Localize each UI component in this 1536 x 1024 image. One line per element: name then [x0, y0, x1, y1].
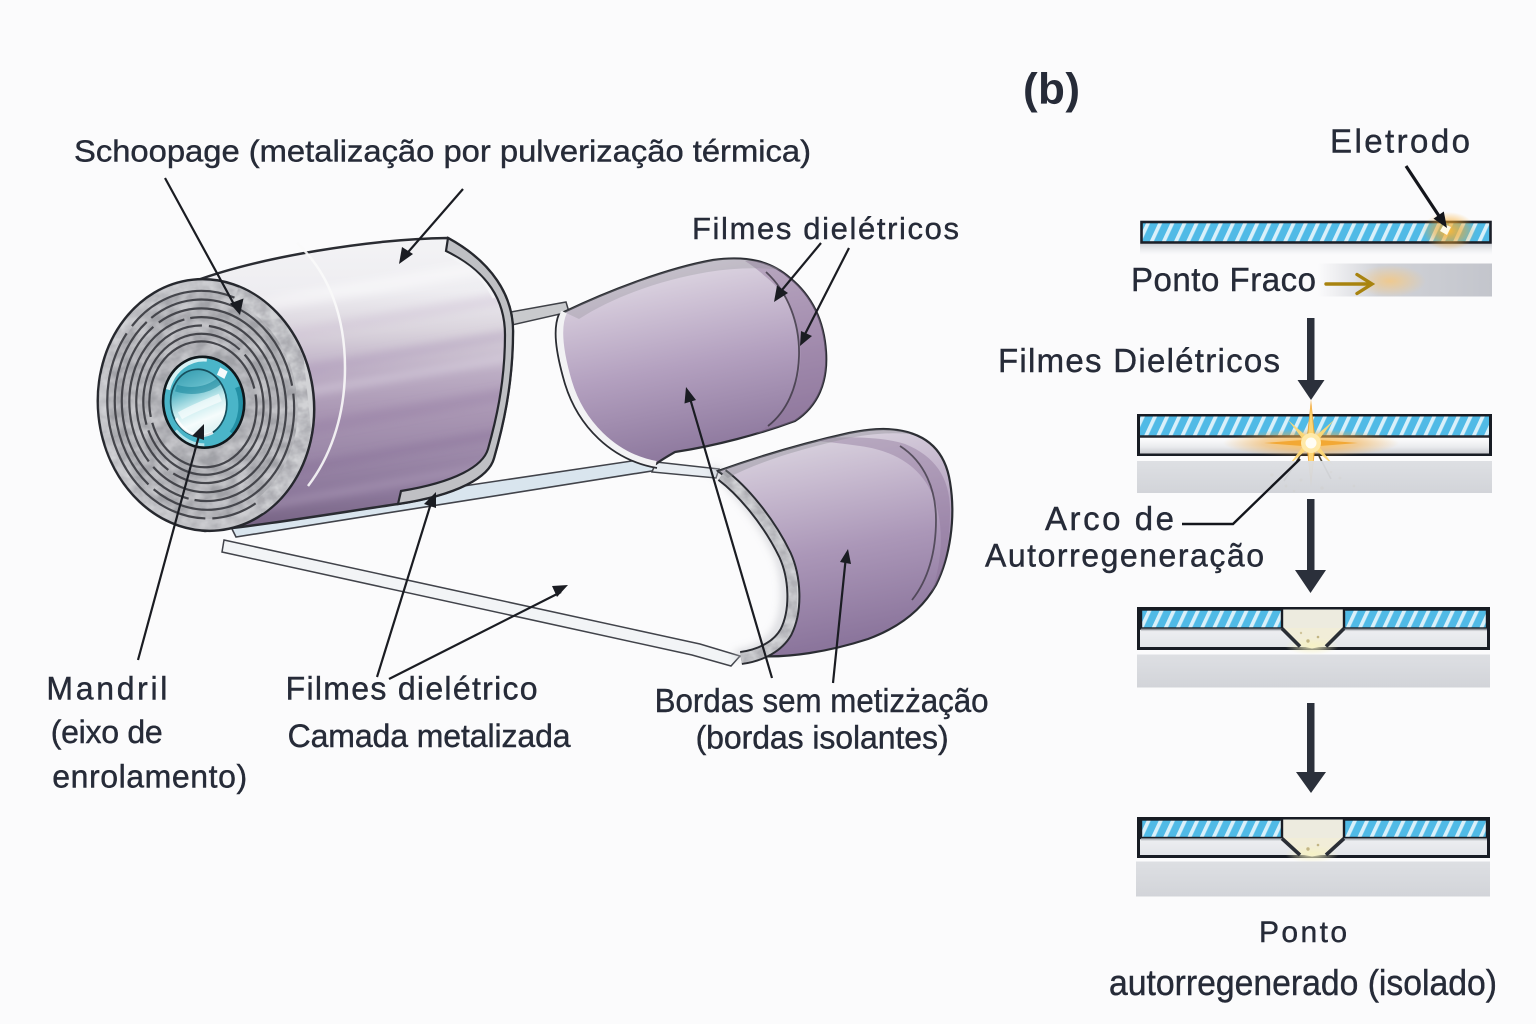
- svg-text:(eixo de: (eixo de: [51, 714, 163, 750]
- svg-text:Filmes dielétricos: Filmes dielétricos: [692, 211, 959, 246]
- svg-text:autorregenerado (isolado): autorregenerado (isolado): [1109, 962, 1497, 1003]
- svg-text:(b): (b): [1023, 65, 1080, 114]
- svg-text:Mandril: Mandril: [46, 670, 167, 706]
- svg-text:(bordas isolantes): (bordas isolantes): [696, 719, 949, 755]
- svg-text:Autorregeneração: Autorregeneração: [985, 538, 1264, 574]
- svg-text:Camada metalizada: Camada metalizada: [288, 718, 571, 754]
- svg-text:Eletrodo: Eletrodo: [1330, 122, 1470, 159]
- svg-text:Bordas sem metizżação: Bordas sem metizżação: [655, 682, 989, 719]
- svg-text:Filmes Dielétricos: Filmes Dielétricos: [998, 342, 1280, 379]
- svg-text:Filmes dielétrico: Filmes dielétrico: [286, 670, 538, 706]
- svg-text:Ponto Fraco: Ponto Fraco: [1131, 261, 1316, 298]
- svg-text:Arco de: Arco de: [1045, 500, 1174, 537]
- svg-text:Ponto: Ponto: [1259, 916, 1347, 949]
- svg-text:enrolamento): enrolamento): [52, 759, 247, 795]
- svg-text:Schoopage (metalização por pul: Schoopage (metalização por pulverização …: [74, 134, 811, 169]
